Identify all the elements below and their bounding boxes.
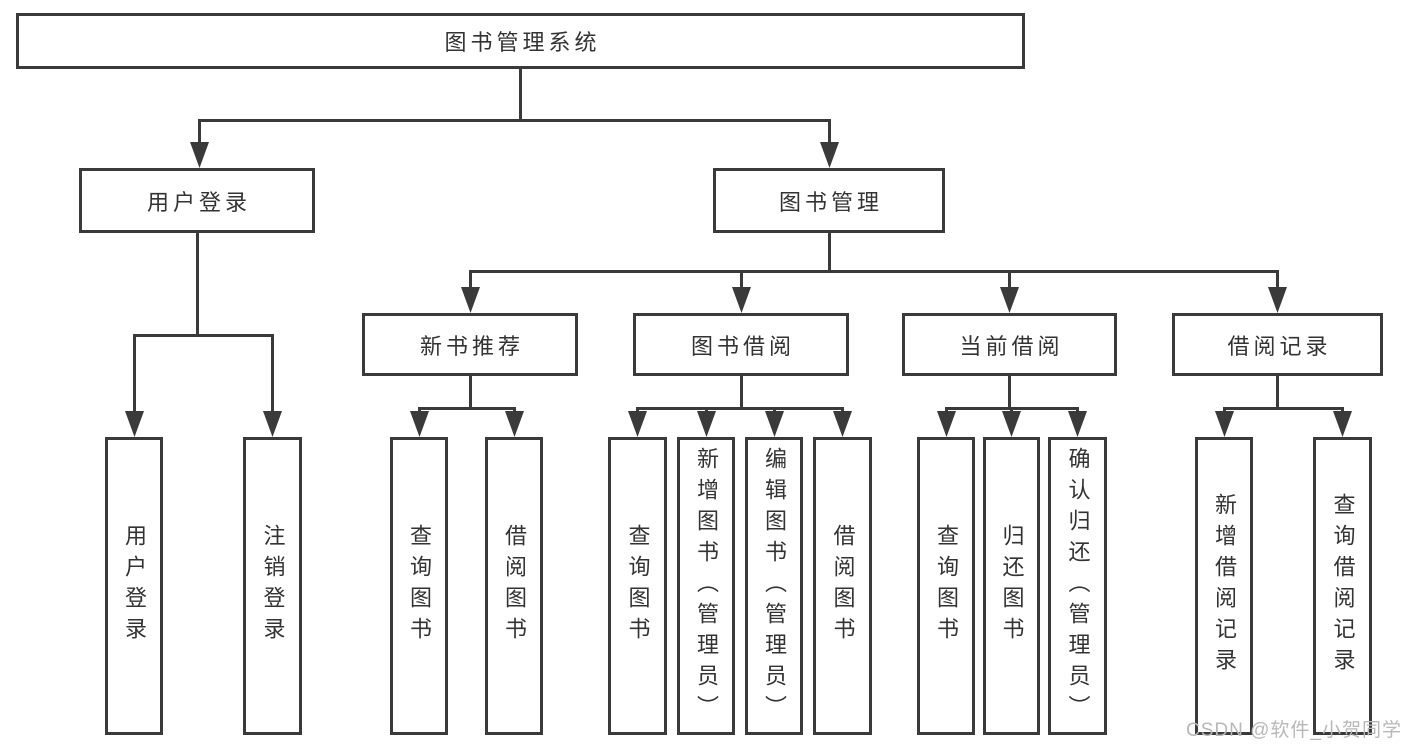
arrow-leaf-query-borrow-record bbox=[1333, 411, 1352, 437]
leaf-edit-book-admin-label: 编辑图书（管理员） bbox=[762, 446, 787, 726]
leaf-query-borrow-record: 查询借阅记录 bbox=[1313, 437, 1372, 735]
leaf-query-books-2-label: 查询图书 bbox=[625, 524, 651, 648]
node-user-login: 用户登录 bbox=[79, 168, 315, 233]
leaf-query-books-1: 查询图书 bbox=[390, 437, 448, 735]
watermark: CSDN @软件_小贺同学 bbox=[1186, 720, 1402, 741]
leaf-add-book-admin-label: 新增图书（管理员） bbox=[694, 446, 719, 726]
leaf-add-borrow-record: 新增借阅记录 bbox=[1195, 437, 1253, 735]
leaf-borrow-books-1: 借阅图书 bbox=[485, 437, 543, 735]
leaf-add-book-admin: 新增图书（管理员） bbox=[677, 437, 735, 735]
arrow-leaf-query-books-2 bbox=[628, 411, 647, 437]
leaf-confirm-return-admin: 确认归还（管理员） bbox=[1048, 437, 1107, 735]
node-current-borrowing: 当前借阅 bbox=[902, 313, 1117, 376]
connector-borrowing-records bbox=[1223, 376, 1344, 420]
leaf-edit-book-admin: 编辑图书（管理员） bbox=[745, 437, 803, 735]
connector-book-management bbox=[469, 233, 1279, 298]
arrow-leaf-add-borrow-record bbox=[1215, 411, 1234, 437]
node-new-book-recommendation: 新书推荐 bbox=[362, 313, 578, 376]
connector-new-book-recommendation bbox=[418, 376, 516, 420]
connector-user-login bbox=[133, 233, 274, 420]
node-book-management: 图书管理 bbox=[713, 168, 945, 233]
arrow-leaf-logout bbox=[263, 411, 282, 437]
node-library-management-system-label: 图书管理系统 bbox=[444, 30, 601, 55]
arrow-book-management bbox=[820, 142, 839, 168]
arrow-leaf-query-books-3 bbox=[937, 411, 956, 437]
arrow-user-login bbox=[190, 142, 209, 168]
leaf-query-books-2: 查询图书 bbox=[608, 437, 667, 735]
leaf-confirm-return-admin-label: 确认归还（管理员） bbox=[1065, 446, 1091, 726]
connector-book-borrowing bbox=[636, 376, 844, 420]
leaf-query-books-1-label: 查询图书 bbox=[407, 524, 432, 648]
arrow-book-borrowing bbox=[732, 287, 751, 313]
leaf-borrow-books-2-label: 借阅图书 bbox=[830, 524, 856, 648]
leaf-query-borrow-record-label: 查询借阅记录 bbox=[1330, 493, 1356, 679]
leaf-logout-label: 注销登录 bbox=[260, 524, 286, 648]
leaf-borrow-books-1-label: 借阅图书 bbox=[502, 524, 527, 648]
leaf-user-login: 用户登录 bbox=[105, 437, 163, 735]
arrow-leaf-borrow-books-2 bbox=[833, 411, 852, 437]
leaf-query-books-3: 查询图书 bbox=[917, 437, 975, 735]
node-book-borrowing-label: 图书借阅 bbox=[690, 333, 795, 359]
arrow-leaf-add-book bbox=[697, 411, 716, 437]
arrow-leaf-edit-book bbox=[765, 411, 784, 437]
node-library-management-system: 图书管理系统 bbox=[16, 13, 1025, 69]
leaf-add-borrow-record-label: 新增借阅记录 bbox=[1212, 493, 1237, 679]
leaf-user-login-label: 用户登录 bbox=[122, 524, 147, 648]
leaf-return-book-label: 归还图书 bbox=[999, 524, 1025, 648]
arrow-leaf-borrow-books-1 bbox=[505, 411, 524, 437]
connector-root bbox=[198, 69, 831, 155]
arrow-leaf-user-login bbox=[125, 411, 144, 437]
arrow-leaf-confirm-return bbox=[1068, 411, 1087, 437]
leaf-return-book: 归还图书 bbox=[983, 437, 1040, 735]
node-current-borrowing-label: 当前借阅 bbox=[959, 333, 1064, 359]
node-book-borrowing: 图书借阅 bbox=[633, 313, 849, 376]
arrowheads bbox=[125, 142, 1352, 437]
node-borrowing-records: 借阅记录 bbox=[1172, 313, 1383, 376]
arrow-borrowing-records bbox=[1268, 287, 1287, 313]
node-book-management-label: 图书管理 bbox=[778, 189, 883, 215]
leaf-borrow-books-2: 借阅图书 bbox=[813, 437, 872, 735]
arrow-new-book-recommendation bbox=[461, 287, 480, 313]
node-borrowing-records-label: 借阅记录 bbox=[1227, 333, 1332, 359]
arrow-current-borrowing bbox=[1000, 287, 1019, 313]
arrow-leaf-return-book bbox=[1002, 411, 1021, 437]
leaf-query-books-3-label: 查询图书 bbox=[934, 524, 959, 648]
node-user-login-label: 用户登录 bbox=[146, 189, 251, 215]
node-new-book-recommendation-label: 新书推荐 bbox=[419, 333, 524, 359]
arrow-leaf-query-books-1 bbox=[410, 411, 429, 437]
leaf-logout: 注销登录 bbox=[243, 437, 302, 735]
